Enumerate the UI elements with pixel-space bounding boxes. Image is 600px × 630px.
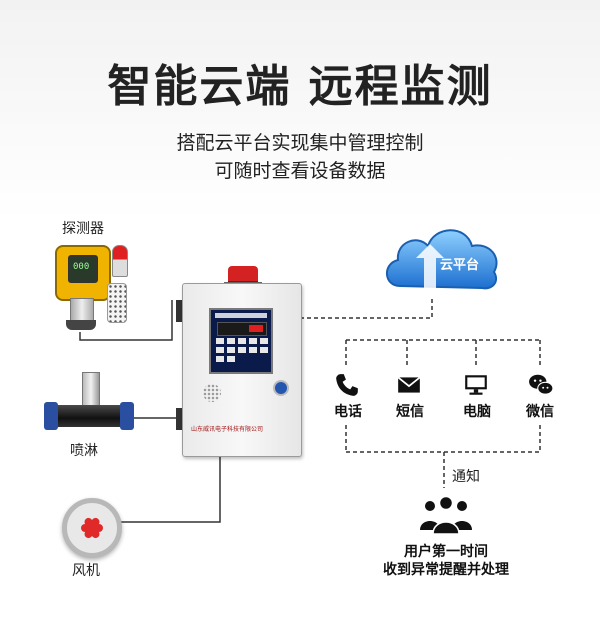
speaker-grill [203, 384, 221, 402]
notify-line-2: 收到异常提醒并处理 [383, 562, 509, 578]
subtitle-line-2: 可随时查看设备数据 [214, 160, 386, 182]
detector-sensor-stem [70, 298, 94, 322]
remote-control-icon [107, 283, 127, 323]
monitor-icon [465, 375, 487, 395]
subtitle-line-1: 搭配云平台实现集中管理控制 [176, 132, 424, 154]
channel-sms [396, 372, 422, 402]
main-title: 智能云端 远程监测 [107, 61, 493, 112]
detector-label: 探测器 [62, 221, 104, 237]
fan-image [62, 498, 122, 558]
users-icon [416, 494, 476, 535]
channel-wechat [528, 372, 554, 402]
cloud-label: 云平台 [440, 258, 480, 273]
alarm-light-icon [228, 266, 258, 284]
channel-computer [463, 372, 489, 402]
controller-keypad [216, 338, 268, 362]
fan-label: 风机 [72, 563, 100, 579]
cloud-platform: 云平台 [380, 218, 504, 298]
controller-face [209, 308, 273, 374]
sprinkler-fitting-right [120, 402, 134, 430]
siren-icon [112, 245, 128, 277]
sprinkler-valve-stem [82, 372, 100, 408]
channel-phone-label: 电话 [334, 404, 362, 420]
phone-icon [336, 374, 358, 396]
cloud-icon [386, 229, 498, 292]
controller-brand: 山东威讯电子科技有限公司 [191, 426, 264, 433]
detector-sensor-cap [66, 320, 96, 330]
controller-side-tab-bottom [176, 408, 182, 430]
envelope-icon [397, 376, 421, 393]
channel-wechat-label: 微信 [526, 404, 554, 420]
sprinkler-label: 喷淋 [70, 443, 98, 459]
notify-label: 通知 [452, 469, 480, 485]
detector-display: 000 [68, 255, 98, 283]
alarm-controller: 山东威讯电子科技有限公司 [182, 283, 302, 457]
sprinkler-fitting-left [44, 402, 58, 430]
channel-sms-label: 短信 [396, 404, 424, 420]
controller-side-tab-top [176, 300, 182, 322]
sprinkler-valve-image [50, 405, 128, 427]
controller-screen [217, 322, 267, 336]
notify-line-1: 用户第一时间 [404, 544, 488, 560]
wechat-icon [529, 374, 554, 395]
key-switch-icon [273, 380, 289, 396]
channel-computer-label: 电脑 [463, 404, 491, 420]
channel-phone [334, 372, 360, 402]
